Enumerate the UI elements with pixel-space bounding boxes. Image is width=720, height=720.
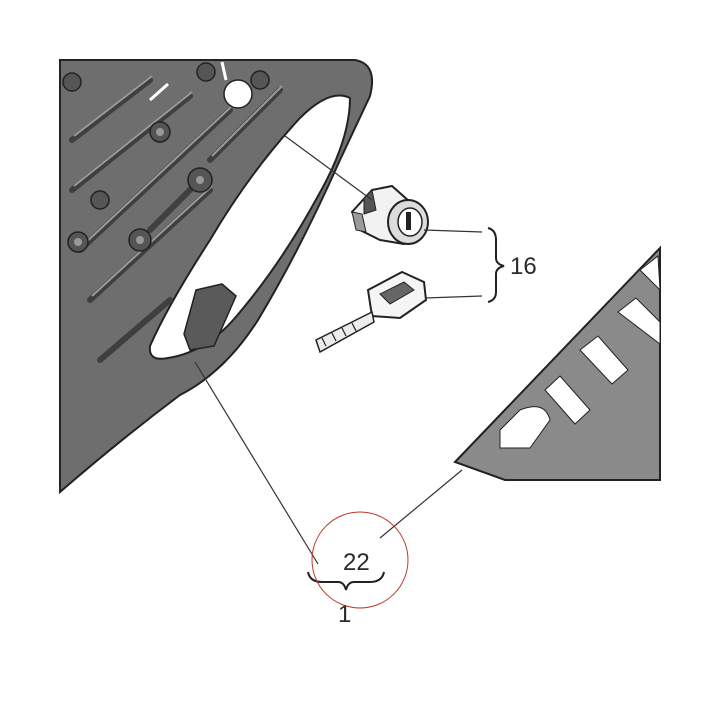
highlight-circle bbox=[311, 511, 409, 609]
label-16: 16 bbox=[510, 253, 537, 280]
seat-frame-illustration bbox=[59, 59, 374, 495]
decal-strip bbox=[453, 245, 661, 481]
label-1: 1 bbox=[338, 601, 351, 628]
key-icon bbox=[315, 270, 428, 354]
brace-16 bbox=[487, 227, 505, 303]
label-22: 22 bbox=[343, 549, 370, 576]
leader-lines bbox=[194, 135, 483, 565]
lock-cylinder-icon bbox=[350, 184, 429, 246]
